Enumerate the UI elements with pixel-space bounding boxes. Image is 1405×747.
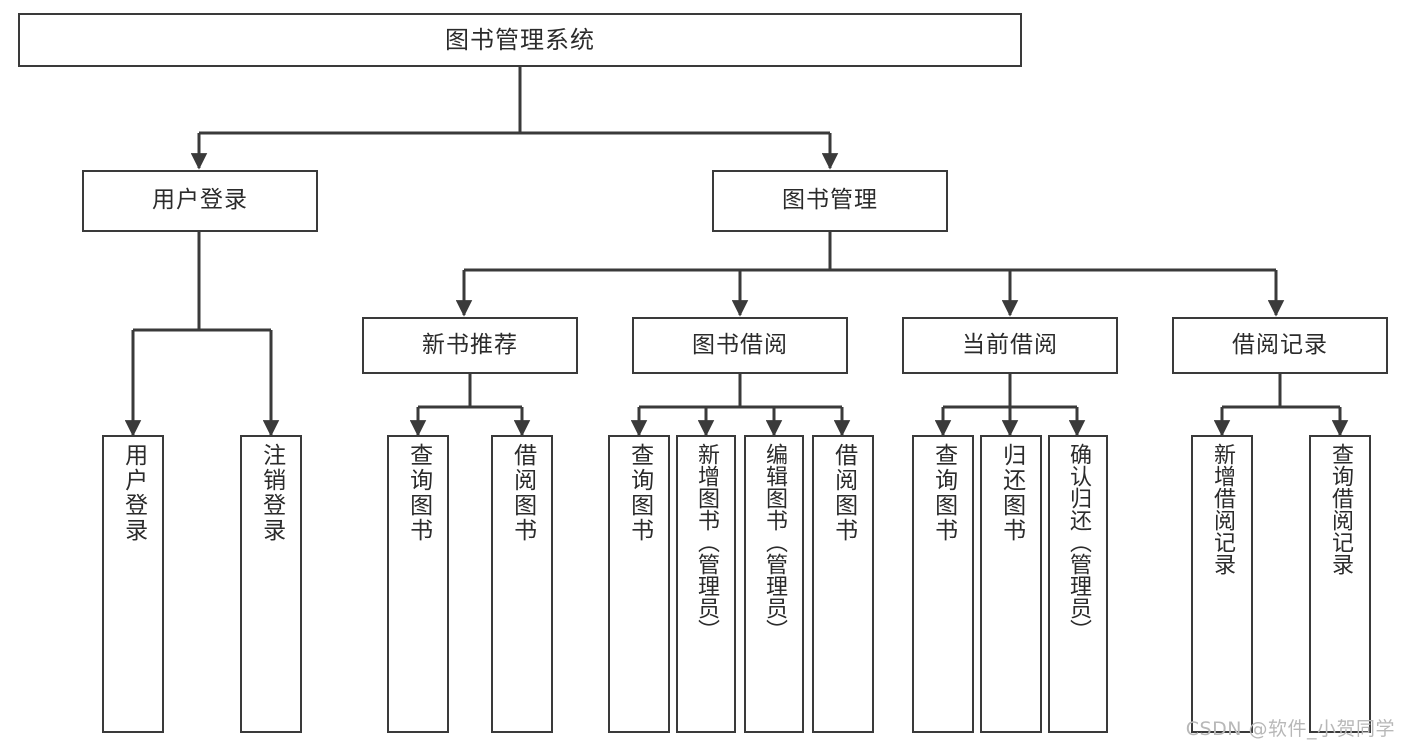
node-leaf-logout[interactable]: 注销登录 (240, 435, 302, 733)
node-label: 查询图书 (626, 443, 653, 543)
node-leaf-return-book[interactable]: 归还图书 (980, 435, 1042, 733)
node-leaf-query-book-current[interactable]: 查询图书 (912, 435, 974, 733)
node-book-management[interactable]: 图书管理 (712, 170, 948, 232)
node-root-system[interactable]: 图书管理系统 (18, 13, 1022, 67)
node-label: 图书管理系统 (445, 25, 595, 54)
node-label: 用户登录 (152, 187, 248, 214)
node-leaf-add-borrow-record[interactable]: 新增借阅记录 (1191, 435, 1253, 733)
node-leaf-query-borrow-record[interactable]: 查询借阅记录 (1309, 435, 1371, 733)
node-label: 借阅图书 (509, 443, 536, 543)
node-label: 查询借阅记录 (1327, 443, 1353, 575)
node-label: 注销登录 (258, 443, 285, 543)
node-leaf-user-login[interactable]: 用户登录 (102, 435, 164, 733)
node-leaf-query-book-borrow[interactable]: 查询图书 (608, 435, 670, 733)
node-book-borrow[interactable]: 图书借阅 (632, 317, 848, 374)
node-label: 图书借阅 (692, 331, 788, 358)
node-leaf-borrow-book-borrow[interactable]: 借阅图书 (812, 435, 874, 733)
node-label: 归还图书 (998, 443, 1025, 543)
node-borrow-record[interactable]: 借阅记录 (1172, 317, 1388, 374)
node-leaf-confirm-return-admin[interactable]: 确认归还（管理员） (1048, 435, 1108, 733)
node-label: 新增图书（管理员） (693, 443, 719, 641)
node-label: 确认归还（管理员） (1065, 443, 1091, 641)
node-leaf-add-book-admin[interactable]: 新增图书（管理员） (676, 435, 736, 733)
node-label: 用户登录 (120, 443, 147, 543)
node-label: 新书推荐 (422, 331, 518, 358)
watermark: CSDN @软件_小贺同学 (1185, 718, 1395, 740)
node-label: 查询图书 (405, 443, 432, 543)
node-label: 图书管理 (782, 187, 878, 214)
node-label: 编辑图书（管理员） (761, 443, 787, 641)
node-label: 当前借阅 (962, 331, 1058, 358)
node-label: 借阅记录 (1232, 331, 1328, 358)
node-leaf-borrow-book-recommend[interactable]: 借阅图书 (491, 435, 553, 733)
node-new-book-recommend[interactable]: 新书推荐 (362, 317, 578, 374)
node-leaf-query-book-recommend[interactable]: 查询图书 (387, 435, 449, 733)
node-label: 借阅图书 (830, 443, 857, 543)
node-label: 查询图书 (930, 443, 957, 543)
node-label: 新增借阅记录 (1209, 443, 1235, 575)
node-current-borrow[interactable]: 当前借阅 (902, 317, 1118, 374)
node-leaf-edit-book-admin[interactable]: 编辑图书（管理员） (744, 435, 804, 733)
node-user-login[interactable]: 用户登录 (82, 170, 318, 232)
